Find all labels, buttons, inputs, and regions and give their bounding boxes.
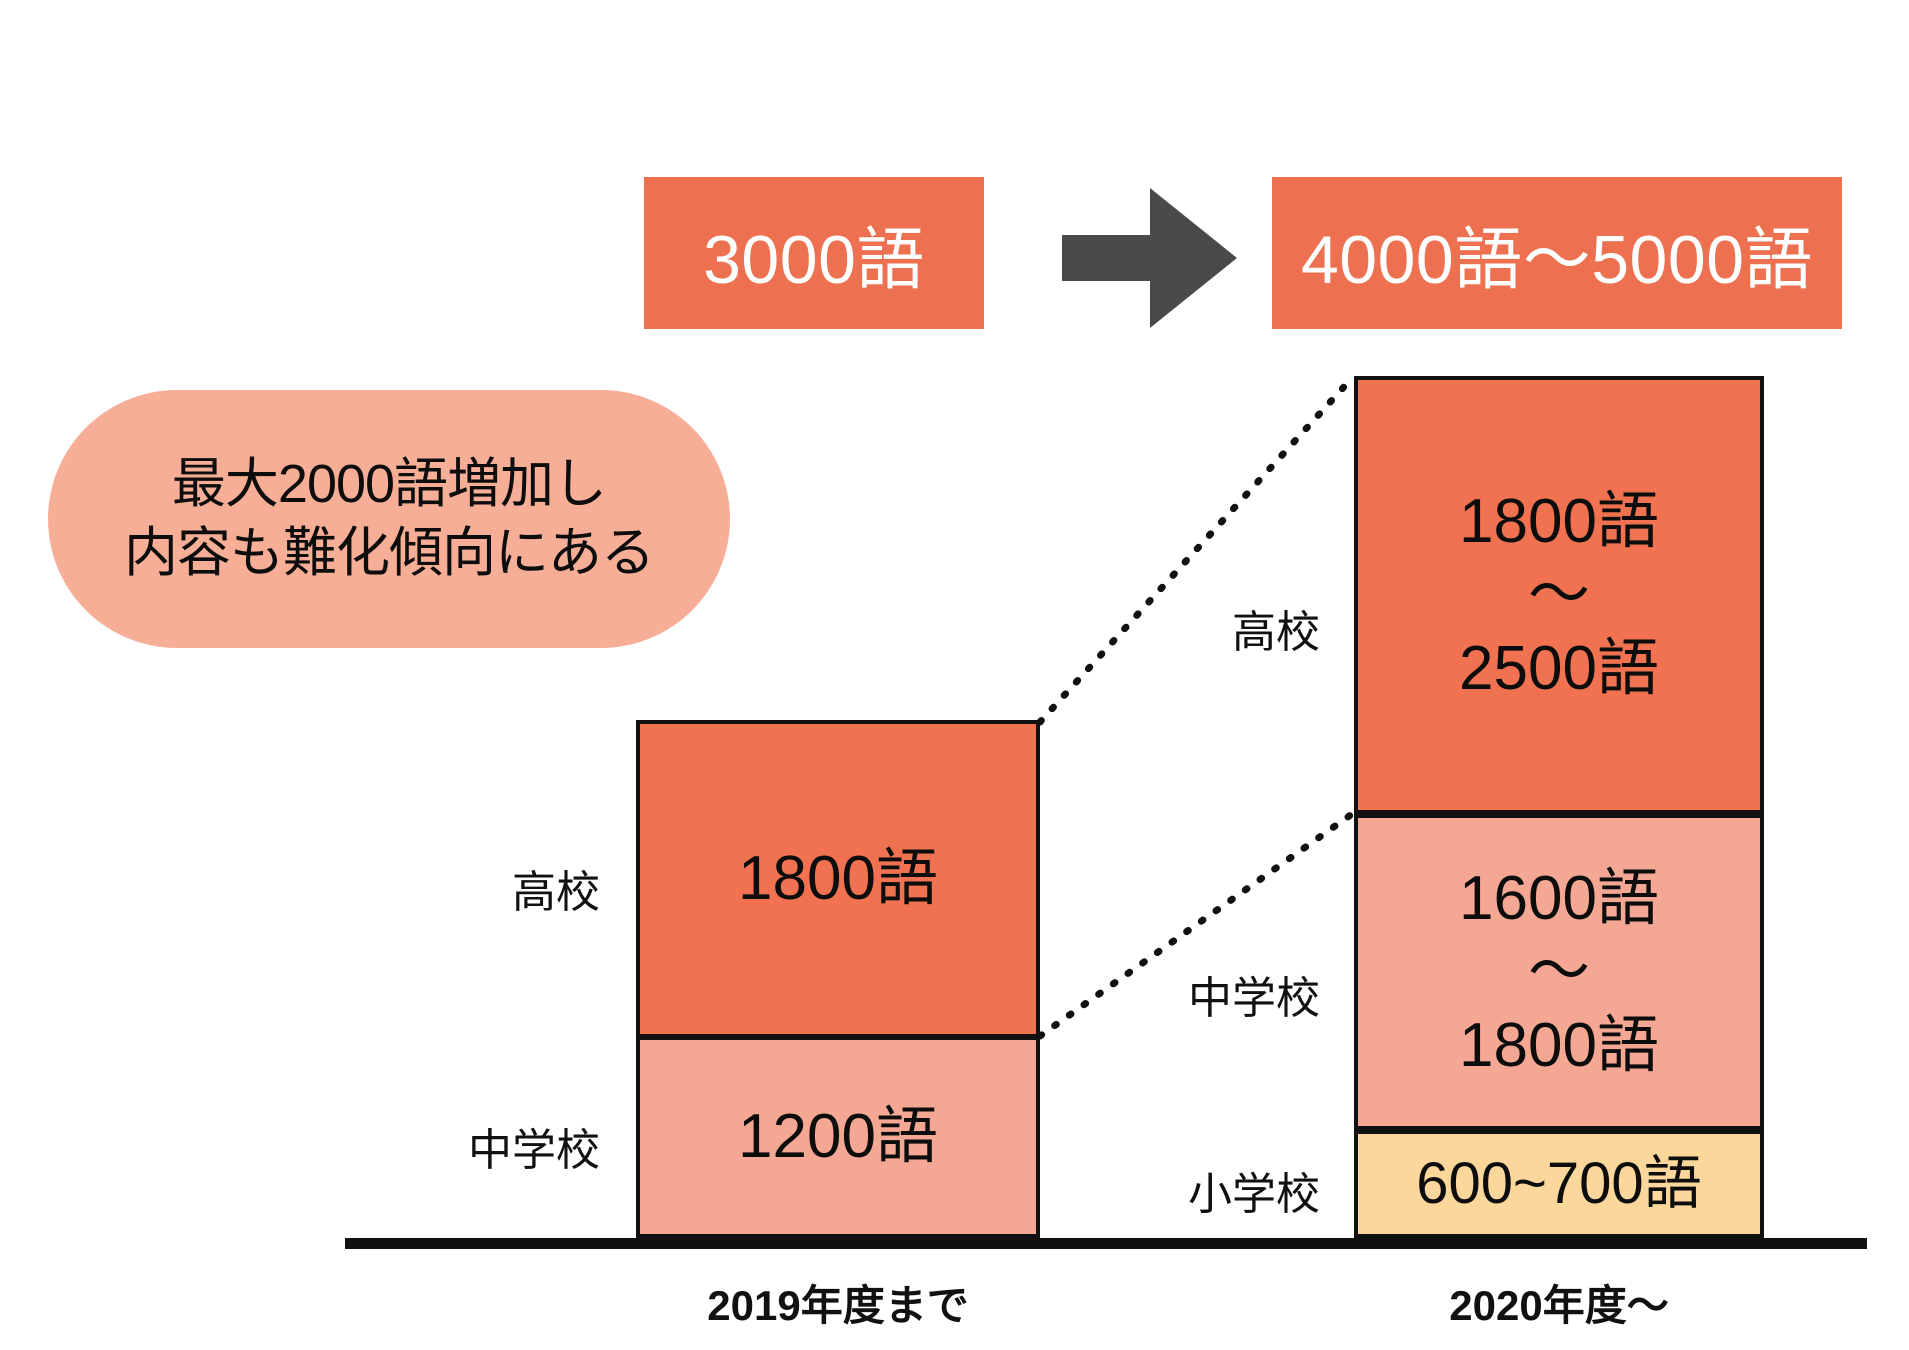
bar-value-left-juniorhigh: 1200語 (738, 1102, 938, 1172)
right-row-label-juniorhigh: 中学校 (1188, 974, 1320, 1023)
left-row-label-highschool: 高校 (512, 868, 600, 917)
headline-before-badge: 3000語 (644, 177, 984, 329)
axis-label-2020: 2020年度〜 (1449, 1282, 1669, 1329)
bar-value-left-highschool: 1800語 (738, 844, 938, 914)
callout-bubble: 最大2000語増加し 内容も難化傾向にある (48, 390, 730, 648)
axis-label-2019: 2019年度まで (707, 1282, 969, 1329)
right-row-label-highschool: 高校 (1232, 608, 1320, 657)
bar-segment-right-highschool: 1800語 〜 2500語 (1354, 376, 1764, 814)
callout-line-1: 最大2000語増加し (171, 453, 607, 514)
connector-top-dotted-line (1036, 374, 1356, 726)
headline-before-label: 3000語 (703, 221, 925, 298)
bar-segment-left-juniorhigh: 1200語 (636, 1036, 1040, 1238)
bar-value-right-juniorhigh-tilde: 〜 (1527, 937, 1590, 1007)
bar-value-right-highschool-tilde: 〜 (1527, 560, 1590, 630)
bar-value-right-highschool-min: 1800語 (1459, 487, 1659, 557)
bar-value-right-juniorhigh-max: 1800語 (1459, 1010, 1659, 1080)
right-row-label-elementary: 小学校 (1188, 1170, 1320, 1219)
right-arrow-icon (1062, 188, 1237, 328)
chart-baseline (345, 1238, 1867, 1249)
headline-after-badge: 4000語〜5000語 (1272, 177, 1842, 329)
callout-line-2: 内容も難化傾向にある (124, 523, 655, 583)
left-row-label-juniorhigh: 中学校 (468, 1126, 600, 1175)
bar-segment-right-elementary: 600~700語 (1354, 1130, 1764, 1238)
bar-value-right-elementary: 600~700語 (1416, 1150, 1702, 1216)
bar-value-right-juniorhigh-min: 1600語 (1459, 864, 1659, 934)
bar-segment-right-juniorhigh: 1600語 〜 1800語 (1354, 814, 1764, 1130)
bar-value-right-highschool-max: 2500語 (1459, 633, 1659, 703)
bar-segment-left-highschool: 1800語 (636, 720, 1040, 1038)
headline-after-label: 4000語〜5000語 (1300, 221, 1814, 298)
